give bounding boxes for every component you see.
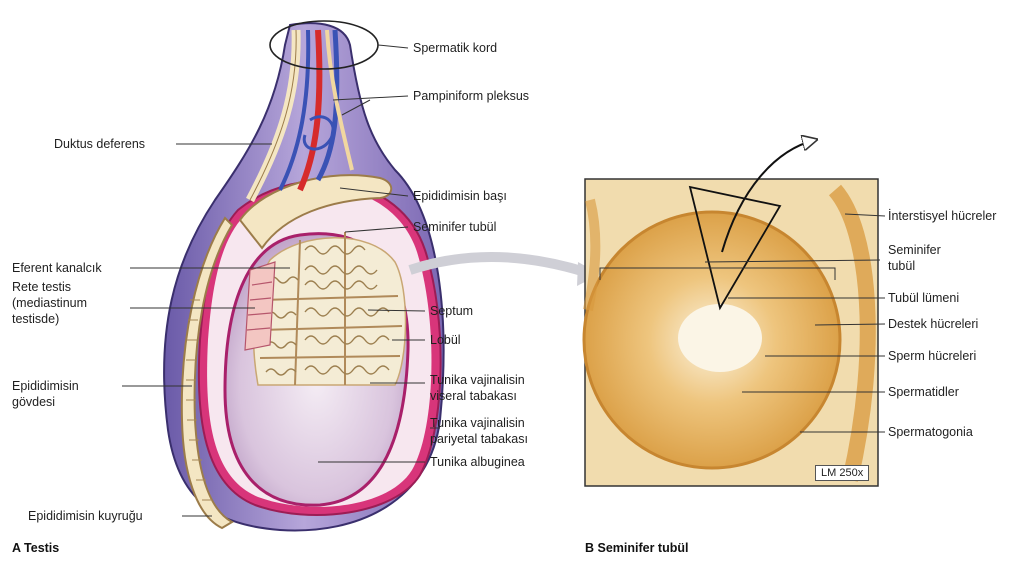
label-epididymis-tail: Epididimisin kuyruğu bbox=[28, 508, 143, 524]
label-tubule-lumen: Tubül lümeni bbox=[888, 290, 959, 306]
label-lobule: Lobül bbox=[430, 332, 461, 348]
label-epididymis-body: Epididimisin gövdesi bbox=[12, 378, 79, 410]
label-ductus-deferens: Duktus deferens bbox=[54, 136, 145, 152]
label-epididymis-head: Epididimisin başı bbox=[413, 188, 507, 204]
label-sertoli-cells: Destek hücreleri bbox=[888, 316, 978, 332]
label-spermatogonia: Spermatogonia bbox=[888, 424, 973, 440]
caption-panel-b: B Seminifer tubül bbox=[585, 541, 688, 555]
label-efferent-ductules: Eferent kanalcık bbox=[12, 260, 102, 276]
label-tunica-vaginalis-parietal: Tunika vajinalisin pariyetal tabakası bbox=[430, 415, 528, 447]
caption-panel-a: A Testis bbox=[12, 541, 59, 555]
label-rete-testis: Rete testis (mediastinum testisde) bbox=[12, 279, 87, 327]
label-sperm-cells: Sperm hücreleri bbox=[888, 348, 976, 364]
rete-testis bbox=[245, 262, 275, 350]
label-seminiferous-tubule-a: Seminifer tubül bbox=[413, 219, 496, 235]
label-tunica-vaginalis-visceral: Tunika vajinalisin viseral tabakası bbox=[430, 372, 525, 404]
label-spermatids: Spermatidler bbox=[888, 384, 959, 400]
label-seminiferous-tubule-b: Seminifer tubül bbox=[888, 242, 941, 274]
magnification-badge: LM 250x bbox=[815, 465, 869, 481]
label-spermatic-cord: Spermatik kord bbox=[413, 40, 497, 56]
label-tunica-albuginea: Tunika albuginea bbox=[430, 454, 525, 470]
label-septum: Septum bbox=[430, 303, 473, 319]
label-interstitial-cells: İnterstisyel hücreler bbox=[888, 208, 996, 224]
label-pampiniform-plexus: Pampiniform pleksus bbox=[413, 88, 529, 104]
